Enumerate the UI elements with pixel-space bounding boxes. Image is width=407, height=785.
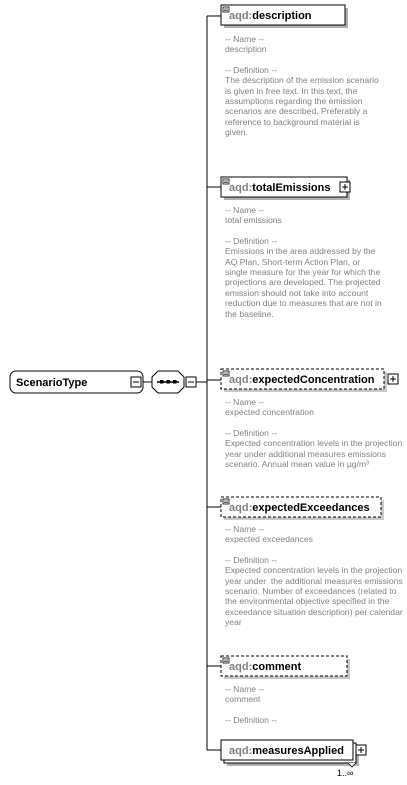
scenario-type-label: ScenarioType (16, 377, 87, 389)
description-label: aqd:description (229, 10, 312, 22)
element-comment[interactable]: aqd:comment (220, 655, 350, 679)
measures-applied-label: aqd:measuresApplied (229, 745, 344, 757)
sequence-collapse-icon[interactable] (185, 376, 197, 388)
comment-doc: -- Name --comment-- Definition -- (225, 684, 278, 725)
measures-applied-expand-icon[interactable] (355, 744, 367, 756)
scenario-type-node[interactable]: ScenarioType (9, 370, 144, 394)
expected-exceedances-label: aqd:expectedExceedances (229, 502, 370, 514)
connector-lines (196, 15, 221, 751)
total-emissions-expand-icon[interactable] (339, 181, 351, 193)
expected-concentration-doc: -- Name --expected concentration-- Defin… (225, 397, 405, 470)
element-total-emissions[interactable]: aqd:totalEmissions (220, 176, 351, 200)
expected-exceedances-doc: -- Name --expected exceedances-- Definit… (225, 524, 406, 628)
total-emissions-doc: -- Name --total emissions-- Definition -… (225, 205, 385, 319)
total-emissions-label: aqd:totalEmissions (229, 182, 330, 194)
element-measures-applied[interactable]: aqd:measuresApplied 1..∞ (220, 739, 367, 778)
element-expected-exceedances[interactable]: aqd:expectedExceedances (220, 496, 384, 520)
expected-concentration-label: aqd:expectedConcentration (229, 374, 375, 386)
element-description[interactable]: aqd:description (220, 4, 348, 28)
sequence-compositor[interactable] (151, 370, 197, 394)
collapse-icon[interactable] (130, 376, 142, 388)
expected-concentration-expand-icon[interactable] (387, 373, 399, 385)
comment-label: aqd:comment (229, 661, 301, 673)
description-doc: -- Name --description-- Definition --The… (225, 34, 382, 138)
element-expected-concentration[interactable]: aqd:expectedConcentration (220, 368, 399, 392)
measures-applied-multiplicity: 1..∞ (337, 768, 353, 778)
